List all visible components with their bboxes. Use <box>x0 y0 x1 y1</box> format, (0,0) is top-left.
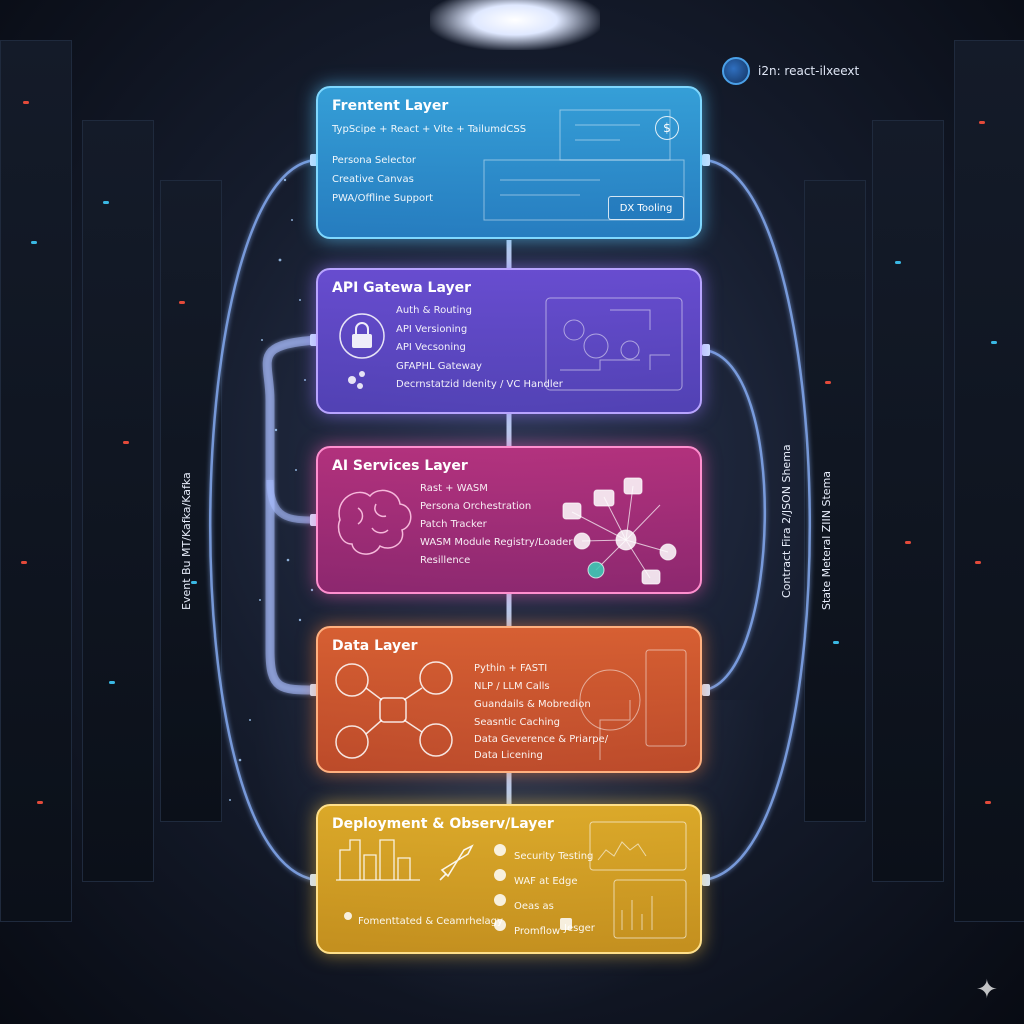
layer-footer: Fomenttated & Ceamrhelagy <box>358 916 503 927</box>
key-icon <box>348 371 365 389</box>
layer-item: NLP / LLM Calls <box>474 681 550 692</box>
globe-icon <box>722 57 750 85</box>
dashboard-panels <box>589 821 687 939</box>
layer-title: Frentent Layer <box>332 98 449 114</box>
frontend-layer: Frentent Layer TypScipe + React + Vite +… <box>316 86 702 239</box>
layer-item: WASM Module Registry/Loader <box>420 537 573 548</box>
port-connector <box>702 344 710 356</box>
ai-branch-pipe <box>266 479 317 524</box>
inner-right-pipe <box>703 348 766 692</box>
layer-item: Auth & Routing <box>396 305 472 316</box>
city-skyline-icon <box>336 839 420 881</box>
layer-item: PWA/Offline Support <box>332 193 434 204</box>
ai-node-network <box>562 477 677 585</box>
port-connector <box>702 154 710 166</box>
badge-label: i2n: react-ilxeext <box>758 64 860 78</box>
ai-services-layer: AI Services Layer Rast + WASM Persona Or… <box>316 446 702 594</box>
layer-title: Data Layer <box>332 638 418 654</box>
particle-stream <box>229 178 314 801</box>
deploy-item-icons <box>344 844 572 931</box>
layer-item: Resillence <box>420 555 471 566</box>
layer-item: Decrnstatzid Idenity / VC Handler <box>396 379 563 390</box>
inner-left-pipe <box>262 335 317 695</box>
layer-item: Jesger <box>564 923 595 934</box>
layer-item: Pythin + FASTI <box>474 663 548 674</box>
layer-item: Data Licening <box>474 750 543 761</box>
layer-item: Creative Canvas <box>332 174 414 185</box>
api-gateway-layer: API Gatewa Layer Auth & Routing API Vers… <box>316 268 702 414</box>
layer-item: API Vecsoning <box>396 342 466 353</box>
port-connector <box>702 874 710 886</box>
ceiling-light <box>430 0 600 50</box>
layer-item: Oeas as <box>514 901 554 912</box>
outer-left-pipe <box>209 158 317 882</box>
port-connector <box>702 684 710 696</box>
layer-title: AI Services Layer <box>332 458 468 474</box>
layer-item: Persona Orchestration <box>420 501 532 512</box>
database-node-graph <box>335 661 453 759</box>
lock-icon <box>339 313 385 359</box>
badge: i2n: react-ilxeext <box>722 57 859 85</box>
server-rack <box>0 40 72 922</box>
layer-item: GFAPHL Gateway <box>396 360 482 372</box>
layer-item: API Versioning <box>396 323 468 335</box>
server-rack <box>804 180 866 822</box>
layer-item: Data Geverence & Priarpe/ <box>474 734 609 745</box>
sparkle-icon: ✦ <box>976 975 998 1005</box>
server-rack <box>872 120 944 882</box>
dx-tooling-button[interactable]: DX Tooling <box>608 196 684 220</box>
layer-item: TypScipe + React + Vite + TailumdCSS <box>332 124 527 135</box>
layer-item: Seasntic Caching <box>474 717 560 728</box>
outer-right-pipe <box>703 158 811 882</box>
layer-title: API Gatewa Layer <box>332 280 472 296</box>
layer-item: Promflow <box>514 926 561 937</box>
layer-title: Deployment & Observ/Layer <box>332 816 554 832</box>
brain-icon <box>337 489 412 555</box>
data-panel <box>579 649 687 760</box>
gears-circuit-panel <box>545 297 683 391</box>
server-rack <box>954 40 1024 922</box>
server-rack <box>82 120 154 882</box>
layer-item: Security Testing <box>514 851 594 862</box>
layer-item: Persona Selector <box>332 155 416 166</box>
layer-item: WAF at Edge <box>514 876 578 887</box>
layer-item: Patch Tracker <box>420 519 487 530</box>
layer-item: Guandails & Mobredion <box>474 699 591 710</box>
layer-item: Rast + WASM <box>420 483 488 494</box>
rocket-icon <box>439 844 474 881</box>
currency-icon: $ <box>655 116 679 140</box>
